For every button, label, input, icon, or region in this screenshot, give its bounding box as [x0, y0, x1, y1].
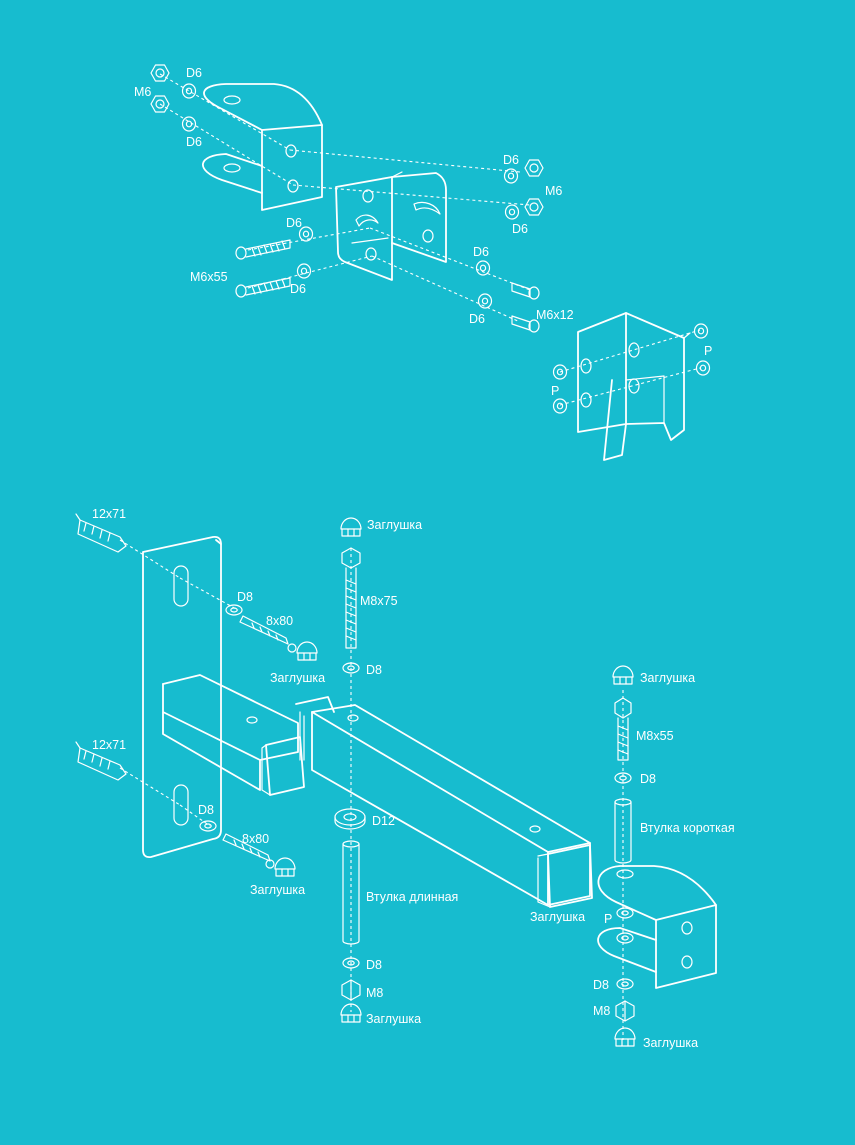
label-washer-left-top: D6: [186, 66, 202, 80]
washer-icon: [616, 907, 634, 919]
label-sleeve-short: Втулка короткая: [640, 821, 735, 835]
screw-head-icon: [287, 643, 297, 653]
hanging-clip: [577, 312, 691, 461]
u-bracket-bottom: [597, 865, 717, 989]
label-bolt-long: M8x75: [360, 594, 398, 608]
label-washer-d8-short-bottom: D8: [593, 978, 609, 992]
label-nut-right: M6: [545, 184, 562, 198]
label-cap-nut-short: Заглушка: [643, 1036, 698, 1050]
nut-m8-icon: [341, 979, 361, 1001]
label-washer-right-bolt-a: D6: [473, 245, 489, 259]
washer-icon: [181, 116, 197, 132]
label-cap-tube-end: Заглушка: [530, 910, 585, 924]
end-cap-icon: [274, 857, 296, 877]
washer-icon: [475, 260, 491, 276]
bottom-guide-lines: [119, 539, 624, 1040]
dowel-icon: [75, 513, 127, 781]
label-nut-m8-long: M8: [366, 986, 383, 1000]
label-nut-left: M6: [134, 85, 151, 99]
label-washer-d8-short-top: D8: [640, 772, 656, 786]
washer-icon: [616, 932, 634, 944]
washer-icon: [225, 604, 243, 616]
washer-icon: [693, 323, 709, 339]
washer-icon: [504, 204, 520, 220]
washer-icon: [477, 293, 493, 309]
label-cap-bolt-short: Заглушка: [640, 671, 695, 685]
label-screw-top: 8x80: [266, 614, 293, 628]
bolt-m6x55-icon: [235, 239, 291, 298]
label-nut-m8-short: M8: [593, 1004, 610, 1018]
washer-icon: [695, 360, 711, 376]
top-assembly: D6 M6 D6 D6 M6x55 D6 D6 M6 D6 D6 D6 M6x1…: [134, 64, 712, 461]
label-washer-right-bolt-b: D6: [469, 312, 485, 326]
label-washer-d8-long-bottom: D8: [366, 958, 382, 972]
label-washer-d8-bottom: D8: [198, 803, 214, 817]
hexnut-icon: [524, 159, 544, 177]
screw-head-icon: [265, 859, 275, 869]
label-washer-right-top: D6: [503, 153, 519, 167]
label-dowel-top: 12x71: [92, 507, 126, 521]
label-washer-p-left: P: [551, 384, 559, 398]
top-guide-lines: [159, 73, 701, 406]
label-cap-bolt-long: Заглушка: [367, 518, 422, 532]
washer-icon: [181, 83, 197, 99]
label-washer-p: P: [604, 912, 612, 926]
sleeve-long-icon: [342, 840, 360, 945]
label-washer-d12: D12: [372, 814, 395, 828]
washer-icon: [552, 398, 568, 414]
label-cap-nut-long: Заглушка: [366, 1012, 421, 1026]
hexnut-icon: [524, 198, 544, 216]
washer-icon: [616, 978, 634, 990]
label-bolt-right: M6x12: [536, 308, 574, 322]
label-washer-left-bolt-b: D6: [290, 282, 306, 296]
label-washer-right-mid: D6: [512, 222, 528, 236]
label-washer-d8-long-top: D8: [366, 663, 382, 677]
end-cap-icon: [296, 641, 318, 661]
u-bracket-top: [202, 83, 323, 211]
wall-plate: [142, 535, 222, 859]
screw-8x80-icon: [222, 615, 289, 862]
angle-bracket-slotted: [335, 171, 447, 281]
label-cap-screw-bottom: Заглушка: [250, 883, 305, 897]
washer-d12-icon: [334, 808, 366, 830]
sleeve-short-icon: [614, 798, 632, 864]
bolt-m6x12-icon: [511, 282, 540, 333]
washer-icon: [199, 820, 217, 832]
label-washer-p-right: P: [704, 344, 712, 358]
end-cap-icon: [340, 517, 362, 537]
label-washer-left-bolt-a: D6: [286, 216, 302, 230]
label-washer-d8-top: D8: [237, 590, 253, 604]
bolt-m8x75-icon: [341, 547, 361, 649]
end-cap-icon: [614, 1027, 636, 1047]
nut-m8-icon: [615, 1000, 635, 1022]
inner-tube: [162, 674, 305, 796]
outer-tube: [295, 696, 593, 908]
label-washer-left-mid: D6: [186, 135, 202, 149]
label-sleeve-long: Втулка длинная: [366, 890, 458, 904]
hexnut-icon: [150, 64, 170, 82]
bottom-assembly: 12x71 12x71 D8 8x80 Заглушка D8 8x80 Заг…: [75, 507, 735, 1050]
label-bolt-left: M6x55: [190, 270, 228, 284]
label-dowel-bottom: 12x71: [92, 738, 126, 752]
label-screw-bottom: 8x80: [242, 832, 269, 846]
bolt-m8x55-icon: [614, 697, 632, 761]
washer-icon: [296, 263, 312, 279]
label-bolt-short: M8x55: [636, 729, 674, 743]
label-cap-screw-top: Заглушка: [270, 671, 325, 685]
end-cap-icon: [612, 665, 634, 685]
